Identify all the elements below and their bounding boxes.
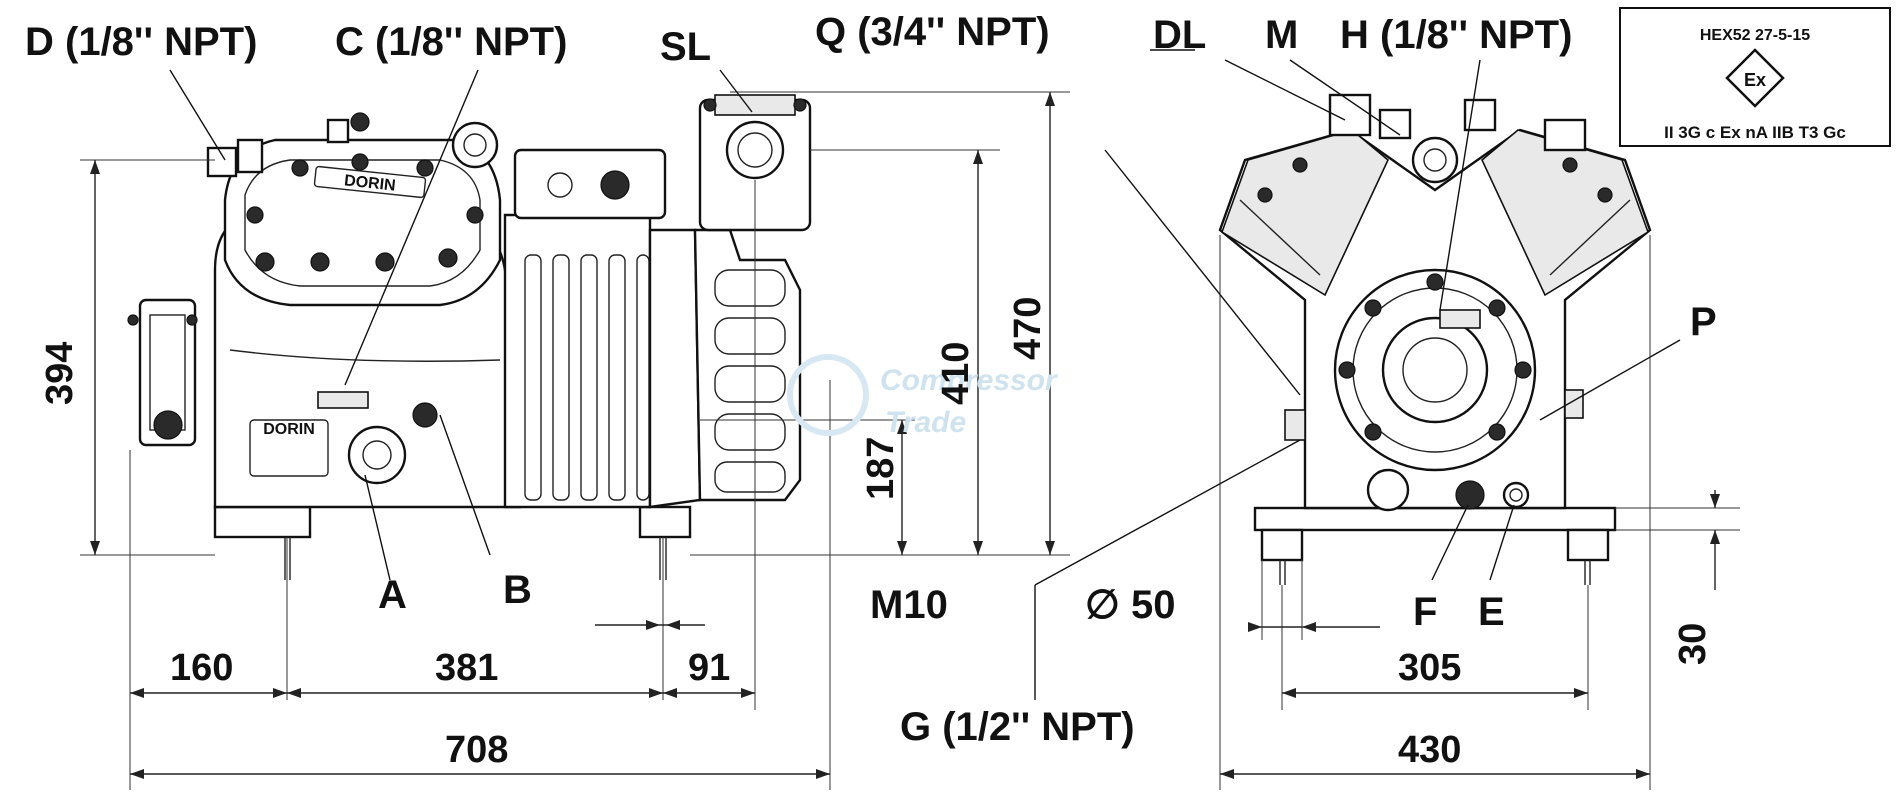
flange-bolts xyxy=(1338,273,1532,441)
terminal-box xyxy=(138,298,197,447)
certification-marking: II 3G c Ex nA IIB T3 Gc xyxy=(1664,123,1846,142)
drain-plug-g xyxy=(1366,468,1410,512)
head-badge-text: DORIN xyxy=(343,172,396,194)
label-m: M xyxy=(1265,13,1298,57)
nameplate xyxy=(249,419,329,477)
dim-430: 430 xyxy=(1398,729,1461,771)
label-c: C (1/8'' NPT) xyxy=(335,20,567,64)
label-e: E xyxy=(1478,590,1505,634)
left-cylinder-head xyxy=(1221,129,1389,297)
dim-410: 410 xyxy=(935,342,977,405)
callout-labels: D (1/8'' NPT) C (1/8'' NPT) SL Q (3/4'' … xyxy=(25,10,1717,749)
end-cover-ribs xyxy=(714,269,786,493)
dim-160: 160 xyxy=(170,647,233,689)
dim-470: 470 xyxy=(1007,297,1049,360)
dim-91: 91 xyxy=(688,647,730,689)
certification-code: HEX52 27-5-15 xyxy=(1700,27,1810,44)
plug-f xyxy=(1455,480,1485,510)
nameplate-text: DORIN xyxy=(263,421,315,438)
label-m10: M10 xyxy=(870,583,948,627)
oil-sight-glass-a xyxy=(347,425,407,485)
dim-187: 187 xyxy=(860,437,902,500)
label-a: A xyxy=(378,573,407,617)
dim-381: 381 xyxy=(435,647,498,689)
label-f: F xyxy=(1413,590,1437,634)
ex-hexagon-icon xyxy=(1725,48,1785,108)
motor-housing xyxy=(503,213,652,509)
watermark: Compressor Trade xyxy=(787,354,1059,439)
dim-394: 394 xyxy=(39,342,81,405)
head-bolts xyxy=(246,153,484,272)
right-cylinder-head xyxy=(1481,129,1649,297)
label-q: Q (3/4'' NPT) xyxy=(815,10,1050,54)
dim-708: 708 xyxy=(445,729,508,771)
ex-certification-box: HEX52 27-5-15 Ex II 3G c Ex nA IIB T3 Gc xyxy=(1619,7,1891,147)
dimension-lines xyxy=(90,92,1720,779)
label-g: G (1/2'' NPT) xyxy=(900,705,1135,749)
front-view xyxy=(1218,93,1740,790)
suction-end-cover xyxy=(693,228,802,502)
label-dl: DL xyxy=(1153,13,1206,57)
motor-terminal-cover xyxy=(513,148,667,220)
plug-e xyxy=(1502,481,1530,509)
label-sl: SL xyxy=(660,25,711,69)
top-connection-h xyxy=(1411,136,1459,184)
leader-lines xyxy=(169,49,1681,700)
certification-symbol: Ex xyxy=(1744,70,1766,90)
label-p: P xyxy=(1690,300,1717,344)
label-diameter: ∅ 50 xyxy=(1085,583,1175,627)
connection-b xyxy=(412,402,438,428)
label-b: B xyxy=(503,568,532,612)
dim-30: 30 xyxy=(1672,623,1714,665)
side-view: DORIN DORIN xyxy=(80,91,1070,790)
cooling-fins xyxy=(524,254,650,501)
dim-305: 305 xyxy=(1398,647,1461,689)
label-d: D (1/8'' NPT) xyxy=(25,20,257,64)
label-h: H (1/8'' NPT) xyxy=(1340,13,1572,57)
lifting-eye xyxy=(451,121,499,169)
watermark-line1: Compressor xyxy=(880,364,1059,397)
dimension-values: 394 470 410 187 160 381 91 708 305 430 3… xyxy=(39,297,1714,771)
watermark-line2: Trade xyxy=(885,406,966,439)
oil-pump-block xyxy=(1439,309,1481,329)
connection-c-block xyxy=(317,391,369,409)
